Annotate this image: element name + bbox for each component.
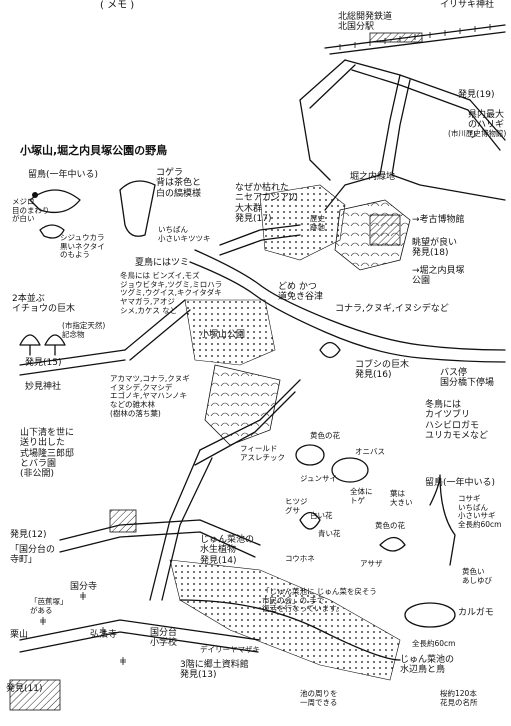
label-kuriyama: 栗山 bbox=[10, 630, 29, 640]
tree-icon bbox=[19, 334, 66, 356]
label-horinouchi-ryokudo: 堀之内緑地 bbox=[350, 172, 396, 182]
label-horinouchi-park: →堀之内貝塚 公園 bbox=[412, 266, 465, 287]
label-bird-mozu: 留鳥(一年中いる) bbox=[28, 170, 99, 180]
label-hakken15: 発見(15) bbox=[25, 358, 62, 368]
label-hakken12: 発見(12) bbox=[10, 530, 47, 540]
label-kozukayama-park: 小塚山公園 bbox=[200, 330, 246, 340]
label-kokubunji: 国分寺 bbox=[70, 582, 98, 592]
label-bird-ichiban: いちばん 小さいキツツキ bbox=[158, 225, 211, 243]
label-junsai: ジュンサイ bbox=[300, 474, 337, 483]
label-kobushi: コブシの巨木 発見(16) bbox=[355, 360, 410, 381]
label-field-athletic: フィールド アスレチック bbox=[240, 444, 285, 462]
label-hakken11: 発見(11) bbox=[6, 684, 43, 694]
kozukayama-park bbox=[184, 299, 281, 446]
label-hokuso: 北総開発鉄道 北国分駅 bbox=[338, 12, 393, 33]
label-bird-kogera: コゲラ 背は茶色と 白の縞模様 bbox=[156, 168, 202, 199]
label-junsai-mizudori: じゅん菜池の 水辺鳥と鳥 bbox=[400, 655, 455, 676]
label-bird-yellow-feet: 黄色い あしゆび bbox=[462, 567, 492, 585]
label-bird-shijukara: シジュウカラ 黒いネクタイ のもよう bbox=[60, 233, 105, 260]
label-shiro-hana: 白い花 bbox=[310, 511, 333, 520]
label-junsai-note: 「じゅん菜池に じゅん菜を戻そう 市民の会」の 手で 復活を行なっています。 bbox=[262, 587, 377, 614]
plant-icon bbox=[295, 341, 406, 552]
label-naze-kareta: なぜか枯れた ニセアカシアの 大木群 発見(17) bbox=[235, 183, 299, 225]
roads-north bbox=[299, 59, 506, 211]
label-kokoku: →考古博物館 bbox=[412, 215, 465, 225]
horinouchi-park-area bbox=[219, 184, 411, 271]
junsai-pond bbox=[169, 559, 401, 681]
river bbox=[189, 249, 506, 363]
label-daily-yamazaki: デイリーヤマザキ bbox=[200, 645, 260, 654]
label-kokufudai-school: 国分台 小学校 bbox=[150, 628, 178, 649]
label-irisaki: イリサキ神社 bbox=[440, 0, 495, 10]
label-gusuishi: 弘法寺 bbox=[90, 630, 118, 640]
label-hakken19: 発見(19) bbox=[458, 90, 495, 100]
label-rekishi: 歴史 跡地 bbox=[310, 214, 325, 232]
label-kennai: 県内最大 のハリギリ bbox=[468, 110, 505, 141]
map-title: 小塚山,堀之内貝塚公園の野鳥 bbox=[20, 144, 168, 157]
label-ike-note: 池の周りを 一周できる bbox=[300, 689, 338, 707]
label-view-good: 眺望が良い 発見(18) bbox=[412, 238, 458, 259]
label-bird-resident-ducks: 留鳥(一年中いる) bbox=[425, 478, 496, 488]
label-dokoi: どめ かつ 道免き谷津 bbox=[278, 282, 324, 303]
label-cherry-note: 桜約120本 花見の名所 bbox=[440, 689, 478, 707]
label-kokufudai-town: 「国分台の 寺町」 bbox=[10, 545, 56, 566]
label-konara: コナラ,クヌギ,イヌシデなど bbox=[335, 304, 449, 314]
label-basho-mound: 「芭蕉塚」 がある bbox=[30, 597, 68, 615]
label-bird-karugamo: カルガモ bbox=[458, 608, 494, 618]
label-myokan: 妙見神社 bbox=[25, 382, 62, 392]
roads-center bbox=[19, 299, 301, 653]
label-twin-ginkgo: 2本並ぶ イチョウの巨木 bbox=[12, 294, 76, 315]
label-bird-winter-ducks: 冬鳥には カイツブリ ハシビロガモ ユリカモメなど bbox=[425, 400, 489, 442]
label-kiiro-hana: 黄色の花 bbox=[310, 431, 340, 440]
label-kohone: コウホネ bbox=[285, 554, 315, 563]
memo-header: ( メモ ) bbox=[100, 0, 135, 11]
label-bird-summer: 夏鳥にはツミ bbox=[135, 258, 190, 268]
label-bus-stop: バス停 国分橋下停場 bbox=[440, 368, 495, 389]
label-sankai-kyodo: 3階に郷土資料館 発見(13) bbox=[180, 660, 249, 681]
label-aoi-hana: 青い花 bbox=[318, 529, 341, 538]
label-zentai-toge: 全体に トゲ bbox=[350, 487, 373, 505]
railway bbox=[324, 24, 506, 55]
label-ha-ookii: 葉は 大きい bbox=[390, 489, 413, 507]
label-bird-winter: 冬鳥には ビンズイ,モズ ジョウビタキ,ツグミ,ミロハラ ツグミ,ウグイス,キク… bbox=[120, 271, 223, 315]
label-bird-kosagi: コサギ いちばん 小さいサギ 全長約60cm bbox=[458, 494, 502, 529]
bird-icon bbox=[29, 180, 456, 628]
label-zatsuboku: アカマツ,コナラ,クヌギ イヌシデ,クマシデ エゴノキ,ヤマハンノキ などの雑木… bbox=[110, 374, 190, 418]
label-hitsujigusa: ヒツジ グサ bbox=[285, 497, 308, 515]
label-junsai-ike: じゅん菜池の 水生植物 発見(14) bbox=[200, 535, 255, 566]
label-kiiro-hana2: 黄色の花 bbox=[375, 521, 405, 530]
label-bird-length: 全長約60cm bbox=[412, 639, 456, 648]
label-ichikawa-natural: (市指定天然) 記念物 bbox=[62, 321, 106, 339]
label-asaza: アサザ bbox=[360, 559, 383, 568]
label-shitaura: 山下清を世に 送り出した 式場隆三郎邸 とバラ園 (非公開) bbox=[20, 428, 75, 480]
temple-markers bbox=[9, 509, 137, 711]
label-ichikawa-museum: (市川歴史博物館) bbox=[448, 129, 507, 138]
label-bird-mejiro: メジロ 目のまわり が白い bbox=[12, 197, 50, 224]
label-onibasu: オニバス bbox=[355, 447, 385, 456]
